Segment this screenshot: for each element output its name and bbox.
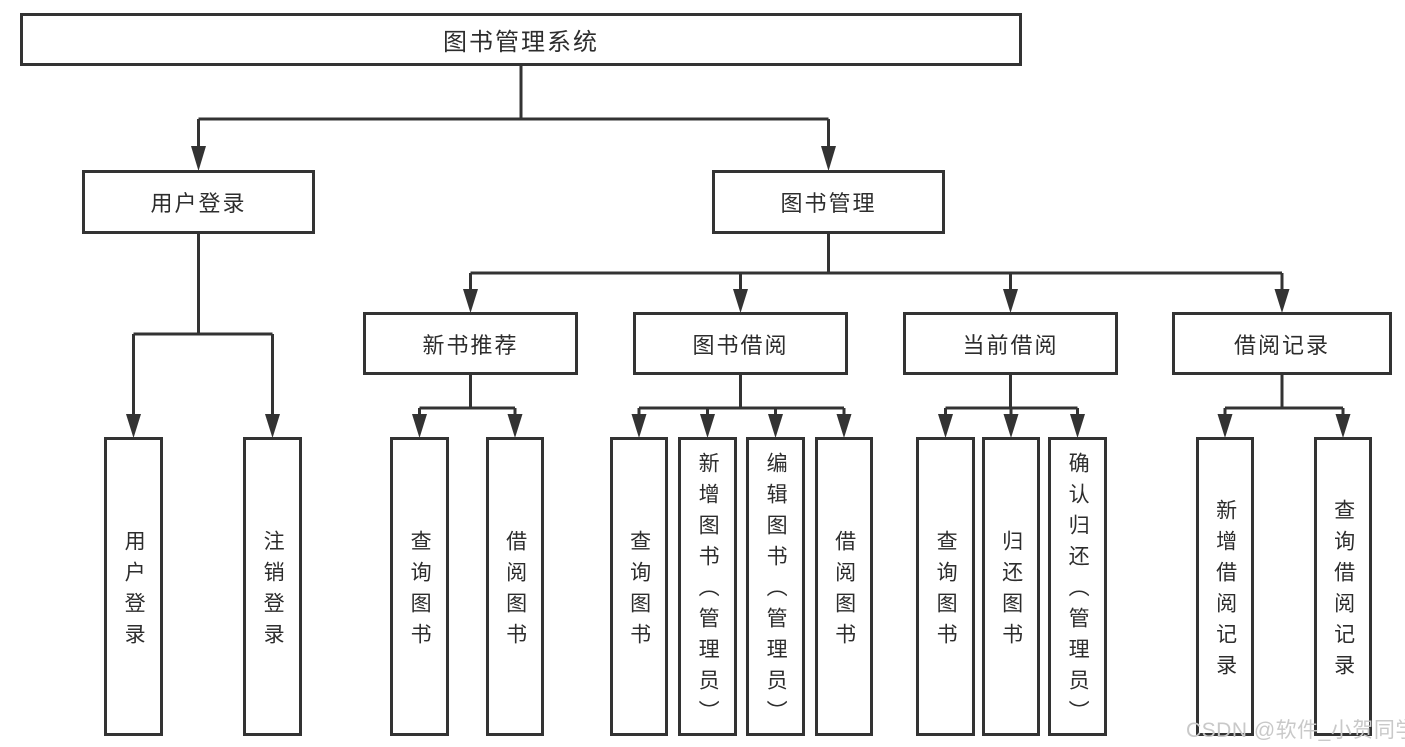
edge-new-book-rec-children — [418, 375, 517, 418]
arrowhead-bb-borrow — [836, 414, 852, 438]
node-borrow-records: 借阅记录 — [1172, 312, 1392, 375]
arrowhead-cb-confirm — [1070, 414, 1085, 438]
node-bb-add-books-admin-label: 新增图书（管理员） — [696, 452, 720, 731]
node-br-query-record: 查询借阅记录 — [1314, 437, 1372, 736]
node-br-add-record-label: 新增借阅记录 — [1213, 498, 1237, 685]
node-current-borrow-label: 当前借阅 — [962, 332, 1059, 358]
arrowhead-logout — [265, 414, 280, 438]
node-cb-query-books-label: 查询图书 — [934, 529, 958, 654]
node-bb-borrow-books-label: 借阅图书 — [832, 529, 856, 654]
node-user-login-label: 用户登录 — [150, 191, 247, 216]
node-cb-query-books: 查询图书 — [916, 437, 975, 736]
arrowhead-cb-return — [1003, 414, 1019, 438]
node-nb-borrow-books: 借阅图书 — [486, 437, 544, 736]
arrowhead-bb-edit — [768, 414, 783, 438]
arrowhead-cb-query — [938, 414, 953, 438]
node-cb-confirm-return-admin: 确认归还（管理员） — [1048, 437, 1107, 736]
node-br-query-record-label: 查询借阅记录 — [1331, 498, 1355, 685]
node-bb-borrow-books: 借阅图书 — [815, 437, 873, 736]
arrowhead-login — [126, 414, 141, 438]
edge-current-borrow-children — [944, 375, 1079, 418]
node-bb-query-books: 查询图书 — [610, 437, 668, 736]
arrowhead-borrow-records — [1274, 289, 1290, 313]
node-cb-return-books-label: 归还图书 — [999, 529, 1023, 654]
node-current-borrow: 当前借阅 — [903, 312, 1118, 375]
node-book-mgmt: 图书管理 — [712, 170, 945, 234]
node-nb-borrow-books-label: 借阅图书 — [503, 529, 527, 654]
arrowhead-bb-query — [631, 414, 647, 438]
arrowhead-new-book-rec — [463, 289, 478, 313]
edge-book-mgmt-children — [469, 234, 1284, 291]
node-root-label: 图书管理系统 — [443, 29, 599, 56]
arrowhead-user-login — [191, 146, 206, 171]
edge-borrow-records-children — [1223, 375, 1345, 418]
node-book-borrow: 图书借阅 — [633, 312, 848, 375]
node-bb-edit-books-admin-label: 编辑图书（管理员） — [764, 452, 788, 731]
arrowhead-nb-query — [412, 414, 427, 438]
csdn-watermark: CSDN @软件_小贺同学 — [1186, 719, 1405, 742]
node-logout-label: 注销登录 — [261, 529, 285, 654]
node-cb-confirm-return-admin-label: 确认归还（管理员） — [1066, 452, 1090, 731]
edge-book-borrow-children — [637, 375, 846, 418]
node-logout: 注销登录 — [243, 437, 302, 736]
node-nb-query-books: 查询图书 — [390, 437, 449, 736]
arrowhead-book-borrow — [733, 289, 748, 313]
node-cb-return-books: 归还图书 — [982, 437, 1040, 736]
arrowhead-current-borrow — [1003, 289, 1018, 313]
arrowhead-bb-add — [700, 414, 715, 438]
node-login-label: 用户登录 — [122, 529, 146, 654]
node-root: 图书管理系统 — [20, 13, 1022, 66]
node-nb-query-books-label: 查询图书 — [408, 529, 432, 654]
node-bb-edit-books-admin: 编辑图书（管理员） — [746, 437, 805, 736]
node-new-book-rec: 新书推荐 — [363, 312, 578, 375]
node-new-book-rec-label: 新书推荐 — [422, 332, 519, 358]
edge-user-login-children — [132, 234, 274, 416]
node-book-mgmt-label: 图书管理 — [780, 191, 877, 216]
node-bb-query-books-label: 查询图书 — [627, 529, 651, 654]
arrowhead-br-query — [1335, 414, 1351, 438]
edge-root-level1 — [197, 66, 830, 148]
node-login: 用户登录 — [104, 437, 163, 736]
node-user-login: 用户登录 — [82, 170, 315, 234]
arrowhead-nb-borrow — [507, 414, 523, 438]
arrowhead-book-mgmt — [821, 146, 836, 171]
arrowhead-br-add — [1217, 414, 1233, 438]
node-br-add-record: 新增借阅记录 — [1196, 437, 1254, 736]
node-borrow-records-label: 借阅记录 — [1233, 332, 1330, 358]
node-book-borrow-label: 图书借阅 — [692, 332, 789, 358]
node-bb-add-books-admin: 新增图书（管理员） — [678, 437, 737, 736]
